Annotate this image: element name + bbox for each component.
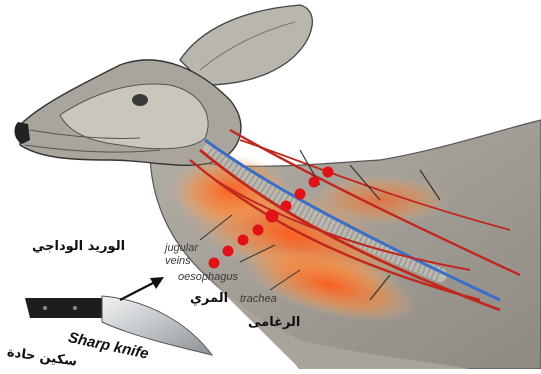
arrow-icon xyxy=(120,277,164,300)
eye xyxy=(132,94,148,106)
jugular-label-en: jugular veins xyxy=(165,242,207,267)
trachea-label-ar: الرغامى xyxy=(248,316,300,329)
ear xyxy=(180,5,312,85)
oesophagus-label-en: oesophagus xyxy=(178,272,238,283)
oesophagus-label-ar: المري xyxy=(190,292,228,305)
trachea-label-en: trachea xyxy=(240,294,277,305)
jugular-label-ar: الوريد الوداجي xyxy=(32,240,125,253)
nose xyxy=(15,122,30,144)
